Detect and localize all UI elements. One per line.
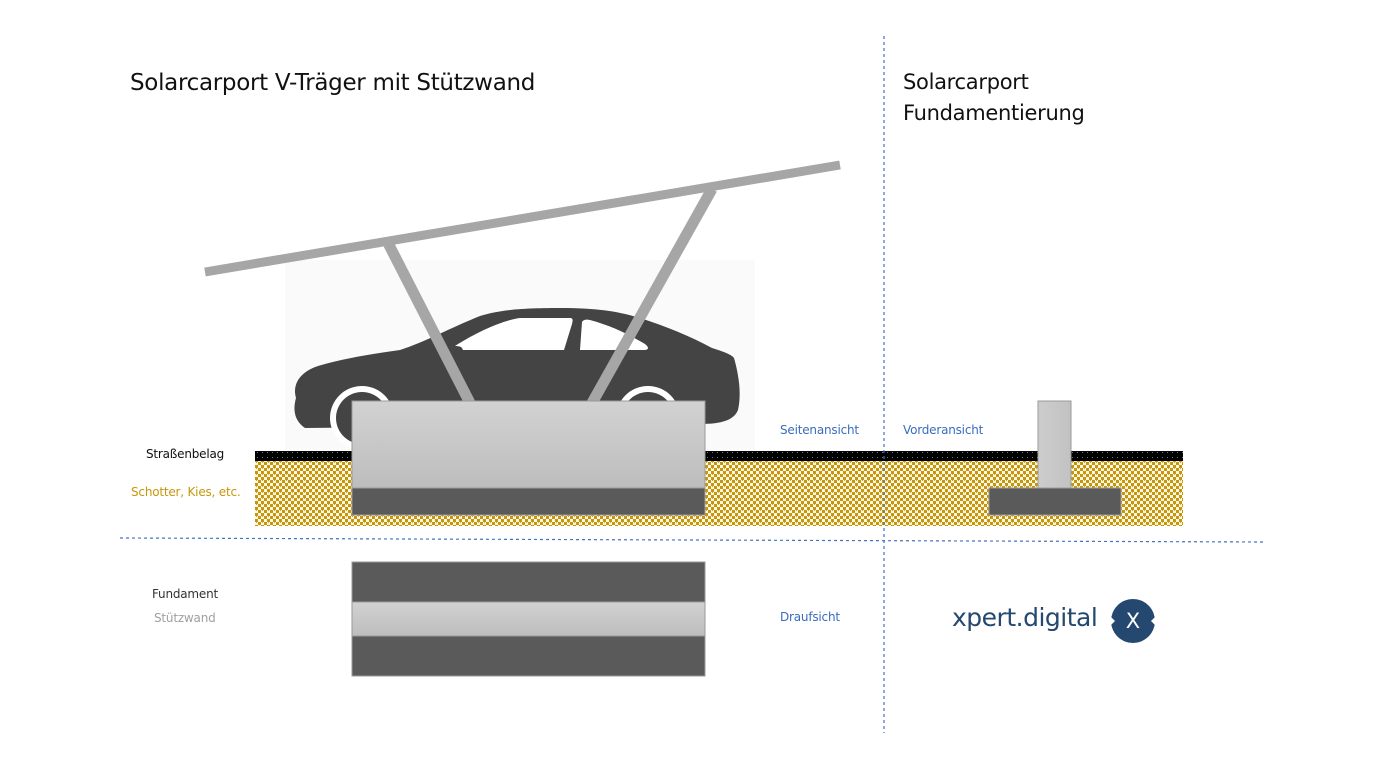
foundation-front <box>988 487 1122 516</box>
right-title-line2: Fundamentierung <box>903 101 1085 125</box>
solar-panel-beam <box>204 160 841 277</box>
xpert-logo-text: xpert.digital <box>952 603 1098 632</box>
horizontal-separator <box>119 537 1264 543</box>
v-strut-left <box>383 240 475 406</box>
foundation-side <box>351 487 706 516</box>
foundation-top-upper <box>351 561 706 603</box>
retaining-wall-label: Stützwand <box>154 611 216 625</box>
gravel-label: Schotter, Kies, etc. <box>131 485 241 499</box>
carport-v-frame <box>204 160 841 406</box>
road-surface-label: Straßenbelag <box>146 447 225 461</box>
road-surface-layer <box>255 451 1183 461</box>
v-strut-right <box>587 186 717 406</box>
front-view-label: Vorderansicht <box>903 423 984 437</box>
foundation-label: Fundament <box>152 587 219 601</box>
side-view-label: Seitenansicht <box>780 423 859 437</box>
retaining-wall-front <box>1037 400 1072 489</box>
xpert-logo-badge-letter: X <box>1125 609 1141 633</box>
main-title: Solarcarport V-Träger mit Stützwand <box>130 70 536 96</box>
retaining-wall-side <box>351 400 706 489</box>
retaining-wall-top <box>351 601 706 637</box>
right-title-line1: Solarcarport <box>903 70 1029 94</box>
top-view-label: Draufsicht <box>780 610 840 624</box>
xpert-logo-badge-icon <box>1111 599 1155 643</box>
foundation-top-lower <box>351 635 706 677</box>
right-title: Solarcarport Fundamentierung <box>903 67 1085 129</box>
